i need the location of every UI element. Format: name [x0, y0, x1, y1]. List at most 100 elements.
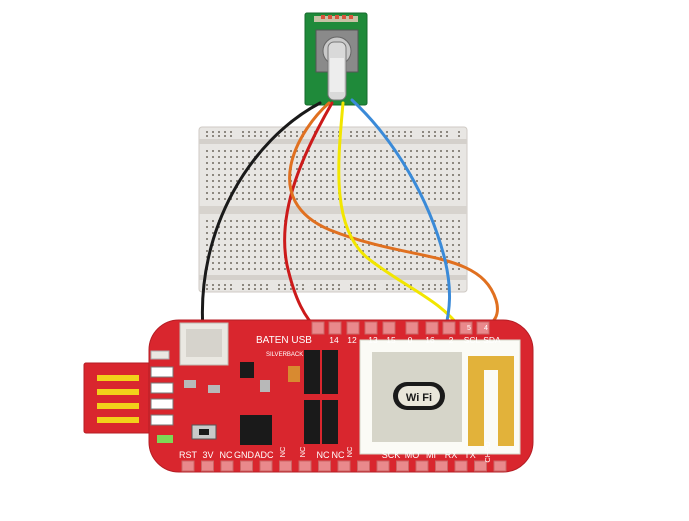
breadboard-hole: [242, 192, 244, 194]
breadboard-hole: [218, 198, 220, 200]
breadboard-hole: [410, 220, 412, 222]
breadboard-hole: [458, 156, 460, 158]
breadboard-hole: [326, 150, 328, 152]
rotary-encoder-module: [304, 12, 368, 106]
breadboard-hole: [302, 192, 304, 194]
breadboard-hole: [422, 288, 424, 290]
breadboard-hole: [230, 135, 232, 137]
breadboard-hole: [332, 156, 334, 158]
breadboard-hole: [248, 268, 250, 270]
breadboard-hole: [440, 262, 442, 264]
breadboard-hole: [272, 238, 274, 240]
breadboard-hole: [362, 162, 364, 164]
breadboard-hole: [236, 156, 238, 158]
breadboard-hole: [308, 150, 310, 152]
breadboard-hole: [422, 162, 424, 164]
breadboard-hole: [212, 150, 214, 152]
breadboard-hole: [458, 284, 460, 286]
breadboard-hole: [290, 150, 292, 152]
breadboard-hole: [428, 250, 430, 252]
breadboard-hole: [206, 135, 208, 137]
breadboard-hole: [452, 192, 454, 194]
breadboard-hole: [218, 284, 220, 286]
breadboard-hole: [332, 288, 334, 290]
breadboard-hole: [386, 232, 388, 234]
breadboard-hole: [392, 156, 394, 158]
breadboard-hole: [362, 256, 364, 258]
breadboard-hole: [260, 244, 262, 246]
breadboard-hole: [302, 256, 304, 258]
breadboard-hole: [362, 150, 364, 152]
breadboard-hole: [404, 288, 406, 290]
breadboard-hole: [422, 186, 424, 188]
breadboard-hole: [428, 162, 430, 164]
breadboard-hole: [266, 168, 268, 170]
bottom-pin-label: SCK: [382, 450, 401, 460]
breadboard-hole: [428, 168, 430, 170]
breadboard-hole: [260, 220, 262, 222]
breadboard-hole: [404, 268, 406, 270]
breadboard-hole: [314, 232, 316, 234]
breadboard-hole: [350, 135, 352, 137]
bottom-pin-pad: [415, 460, 429, 472]
breadboard-hole: [254, 180, 256, 182]
breadboard-hole: [416, 226, 418, 228]
breadboard-hole: [344, 192, 346, 194]
breadboard-hole: [350, 244, 352, 246]
breadboard-hole: [344, 162, 346, 164]
breadboard-hole: [380, 174, 382, 176]
breadboard-hole: [284, 162, 286, 164]
breadboard-hole: [320, 162, 322, 164]
breadboard-hole: [278, 220, 280, 222]
breadboard-hole: [440, 288, 442, 290]
breadboard-hole: [218, 238, 220, 240]
breadboard-hole: [272, 150, 274, 152]
breadboard-hole: [416, 198, 418, 200]
breadboard-hole: [308, 244, 310, 246]
breadboard-hole: [278, 150, 280, 152]
breadboard-hole: [458, 162, 460, 164]
breadboard-hole: [404, 198, 406, 200]
breadboard-hole: [368, 135, 370, 137]
breadboard-hole: [410, 135, 412, 137]
breadboard-hole: [356, 220, 358, 222]
breadboard-hole: [392, 284, 394, 286]
breadboard-hole: [374, 232, 376, 234]
bottom-pin-pad: [201, 460, 214, 472]
breadboard-hole: [386, 250, 388, 252]
breadboard-hole: [218, 162, 220, 164]
breadboard-hole: [422, 168, 424, 170]
breadboard-hole: [290, 288, 292, 290]
breadboard-hole: [206, 174, 208, 176]
breadboard-hole: [272, 198, 274, 200]
breadboard-hole: [350, 220, 352, 222]
breadboard-hole: [416, 268, 418, 270]
breadboard-hole: [422, 226, 424, 228]
breadboard-hole: [332, 244, 334, 246]
breadboard-hole: [326, 262, 328, 264]
breadboard-hole: [434, 262, 436, 264]
breadboard-hole: [230, 180, 232, 182]
breadboard-hole: [242, 262, 244, 264]
bottom-pin-pad: [474, 460, 487, 472]
breadboard-hole: [296, 162, 298, 164]
breadboard-hole: [434, 244, 436, 246]
breadboard-hole: [266, 174, 268, 176]
breadboard-hole: [434, 220, 436, 222]
breadboard-hole: [410, 262, 412, 264]
breadboard-hole: [278, 250, 280, 252]
breadboard-hole: [326, 220, 328, 222]
breadboard-hole: [230, 284, 232, 286]
breadboard-hole: [320, 186, 322, 188]
breadboard-hole: [248, 244, 250, 246]
breadboard-hole: [440, 192, 442, 194]
breadboard-hole: [236, 256, 238, 258]
breadboard-hole: [434, 238, 436, 240]
breadboard-hole: [314, 268, 316, 270]
top-pin-pad: [346, 321, 360, 335]
breadboard-hole: [362, 288, 364, 290]
breadboard-hole: [398, 150, 400, 152]
breadboard-hole: [458, 198, 460, 200]
breadboard-hole: [344, 268, 346, 270]
breadboard-hole: [428, 150, 430, 152]
